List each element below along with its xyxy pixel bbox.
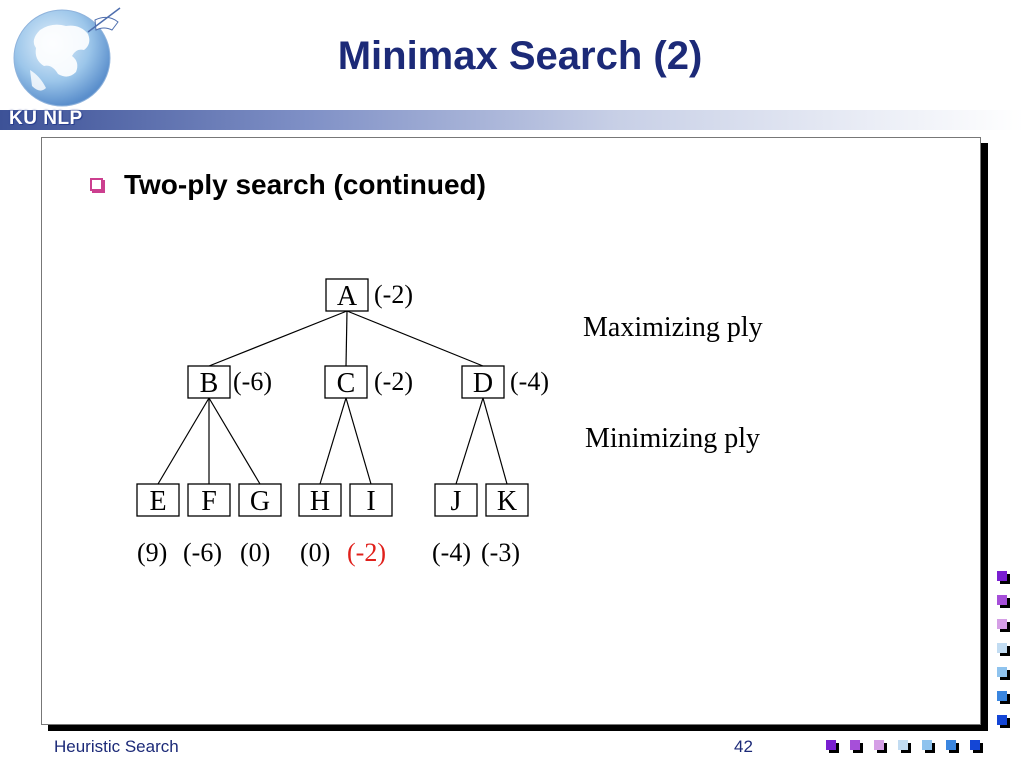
node-value-h: (0)	[300, 538, 330, 567]
decorative-square-horizontal-3	[898, 740, 911, 753]
node-label-b: B	[200, 368, 219, 399]
tree-node-d: D	[461, 365, 505, 399]
tree-node-g: G	[238, 483, 282, 517]
node-value-j: (-4)	[432, 538, 471, 567]
tree-values: (-2) (-6) (-2) (-4) (9) (-6) (0) (0) (-2) (-4) (-3…	[137, 280, 549, 567]
footer-course-title: Heuristic Search	[54, 737, 179, 756]
node-box-k	[485, 483, 529, 517]
node-value-b: (-6)	[233, 367, 272, 396]
tree-node-e: E	[136, 483, 180, 517]
decorative-square-vertical-3	[997, 643, 1010, 656]
node-label-f: F	[201, 486, 217, 517]
edge-c-i	[345, 397, 372, 485]
decorative-square-horizontal-0	[826, 740, 839, 753]
node-value-i: (-2)	[347, 538, 386, 567]
node-box-a	[325, 278, 369, 312]
edge-b-g	[208, 397, 261, 485]
node-box-h	[298, 483, 342, 517]
node-value-d: (-4)	[510, 367, 549, 396]
edge-c-h	[319, 397, 347, 485]
node-value-c: (-2)	[374, 367, 413, 396]
decorative-square-vertical-6	[997, 715, 1010, 728]
content-panel	[41, 137, 981, 725]
tree-node-k: K	[485, 483, 529, 517]
node-box-b	[187, 365, 231, 399]
header-gradient-bar	[0, 110, 1024, 130]
node-box-f	[187, 483, 231, 517]
tree-node-i: I	[349, 483, 393, 517]
tree-node-a: A	[325, 278, 369, 312]
decorative-square-horizontal-4	[922, 740, 935, 753]
decorative-square-vertical-5	[997, 691, 1010, 704]
tree-node-c: C	[324, 365, 368, 399]
node-box-e	[136, 483, 180, 517]
ku-nlp-logo-globe	[13, 7, 121, 107]
edge-a-c	[345, 310, 348, 367]
node-value-g: (0)	[240, 538, 270, 567]
minimizing-ply-label: Minimizing ply	[585, 423, 760, 454]
decorative-square-vertical-1	[997, 595, 1010, 608]
node-label-a: A	[337, 281, 358, 312]
tree-node-h: H	[298, 483, 342, 517]
edge-d-k	[482, 397, 508, 485]
node-box-j	[434, 483, 478, 517]
edge-d-j	[455, 397, 484, 485]
logo-text: KU NLP	[9, 108, 83, 129]
node-label-j: J	[451, 486, 462, 517]
decorative-square-horizontal-2	[874, 740, 887, 753]
tree-node-f: F	[187, 483, 231, 517]
node-label-d: D	[473, 368, 493, 399]
edge-a-d	[346, 310, 484, 367]
tree-node-b: B	[187, 365, 231, 399]
maximizing-ply-label: Maximizing ply	[583, 312, 763, 343]
node-value-f: (-6)	[183, 538, 222, 567]
node-box-d	[461, 365, 505, 399]
decorative-square-horizontal-5	[946, 740, 959, 753]
node-label-c: C	[337, 368, 356, 399]
node-box-g	[238, 483, 282, 517]
node-box-i	[349, 483, 393, 517]
bullet-text: Two-ply search (continued)	[124, 169, 486, 200]
node-box-c	[324, 365, 368, 399]
decorative-square-vertical-4	[997, 667, 1010, 680]
edge-b-e	[157, 397, 210, 485]
tree-edges	[157, 310, 508, 485]
node-value-k: (-3)	[481, 538, 520, 567]
node-label-i: I	[366, 486, 375, 517]
decorative-square-horizontal-6	[970, 740, 983, 753]
edge-a-b	[208, 310, 348, 367]
node-label-g: G	[250, 486, 270, 517]
decorative-square-horizontal-1	[850, 740, 863, 753]
node-value-e: (9)	[137, 538, 167, 567]
node-value-a: (-2)	[374, 280, 413, 309]
tree-node-j: J	[434, 483, 478, 517]
square-bullet-icon	[90, 178, 103, 191]
node-label-h: H	[310, 486, 330, 517]
footer-page-number: 42	[734, 737, 753, 756]
decorative-square-vertical-0	[997, 571, 1010, 584]
node-label-k: K	[497, 486, 517, 517]
decorative-square-vertical-2	[997, 619, 1010, 632]
node-label-e: E	[149, 486, 166, 517]
slide-title: Minimax Search (2)	[337, 34, 703, 78]
tree-nodes: A B C D E F G H I J K	[136, 278, 529, 517]
